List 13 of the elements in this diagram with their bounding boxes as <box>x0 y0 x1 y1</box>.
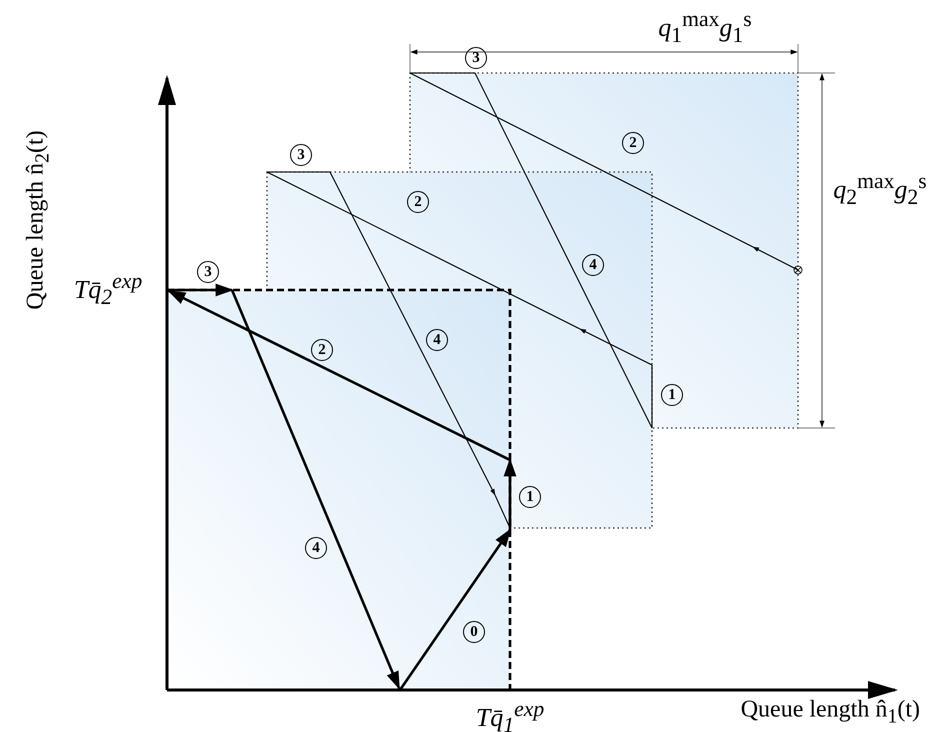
callout-number: 1 <box>661 384 683 406</box>
callout-number: 4 <box>582 254 604 276</box>
callout-number: 3 <box>197 261 219 283</box>
callout-number: 1 <box>519 486 541 508</box>
axis-title: Queue length n̂$_{1}$(t) <box>740 698 920 726</box>
callout-number: 4 <box>426 329 448 351</box>
callout-number: 0 <box>463 621 485 643</box>
callout-number: 4 <box>305 537 327 559</box>
callout-number: 2 <box>407 191 429 213</box>
callout-number: 3 <box>465 47 487 69</box>
callout-number: 2 <box>622 132 644 154</box>
callout-number: 2 <box>311 339 333 361</box>
callout-number: 3 <box>290 144 312 166</box>
